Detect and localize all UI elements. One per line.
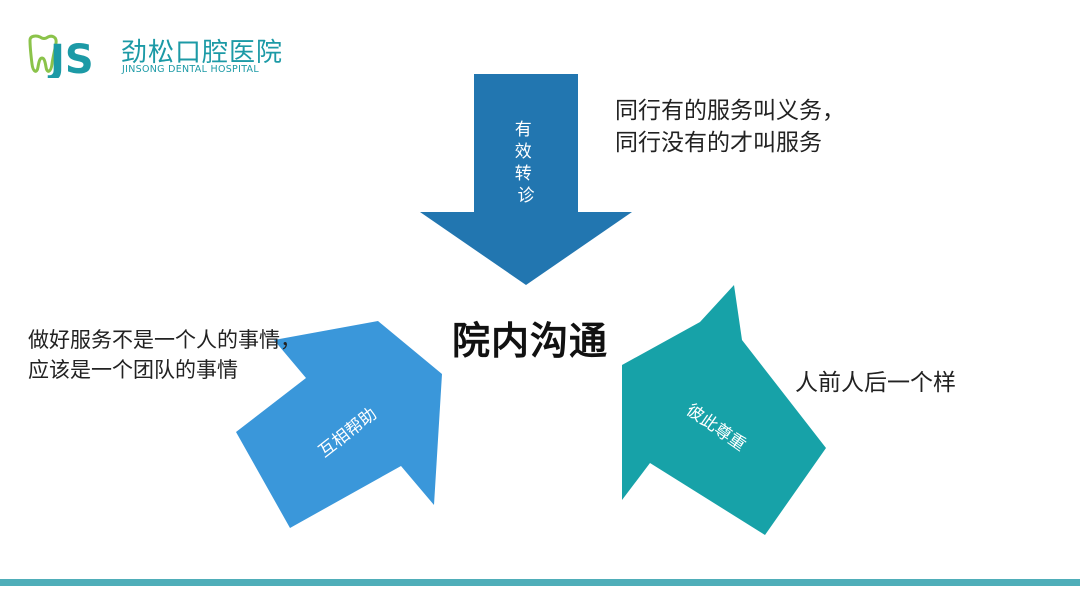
arrow-right-shape: [622, 285, 826, 535]
arrow-left: 互相帮助: [236, 321, 442, 528]
arrow-left-shape: [236, 321, 442, 528]
tooth-logo-icon: JS: [28, 34, 94, 78]
note-top-line: 同行没有的才叫服务: [615, 130, 822, 156]
note-right: 人前人后一个样: [795, 367, 956, 399]
hospital-logo: JS 劲松口腔医院 JINSONG DENTAL HOSPITAL: [26, 30, 286, 80]
arrow-right: 彼此尊重: [622, 285, 826, 535]
note-left-line: 做好服务不是一个人的事情，: [28, 328, 301, 352]
logo-name-chinese: 劲松口腔医院: [121, 38, 284, 68]
center-title: 院内沟通: [451, 319, 608, 363]
logo-name-english: JINSONG DENTAL HOSPITAL: [122, 64, 259, 75]
logo-mark-letters: JS: [47, 37, 94, 78]
arrow-top-label: 有 效 转 诊: [515, 120, 537, 206]
note-top-line: 同行有的服务叫义务，: [615, 98, 845, 124]
note-top: 同行有的服务叫义务， 同行没有的才叫服务: [615, 95, 845, 159]
arrow-top-shape: [420, 74, 632, 285]
bottom-accent-bar: [0, 579, 1080, 586]
arrow-top: 有 效 转 诊: [420, 74, 632, 285]
note-right-line: 人前人后一个样: [795, 370, 956, 396]
note-left-line: 应该是一个团队的事情: [28, 358, 238, 382]
note-left: 做好服务不是一个人的事情， 应该是一个团队的事情: [28, 325, 301, 385]
